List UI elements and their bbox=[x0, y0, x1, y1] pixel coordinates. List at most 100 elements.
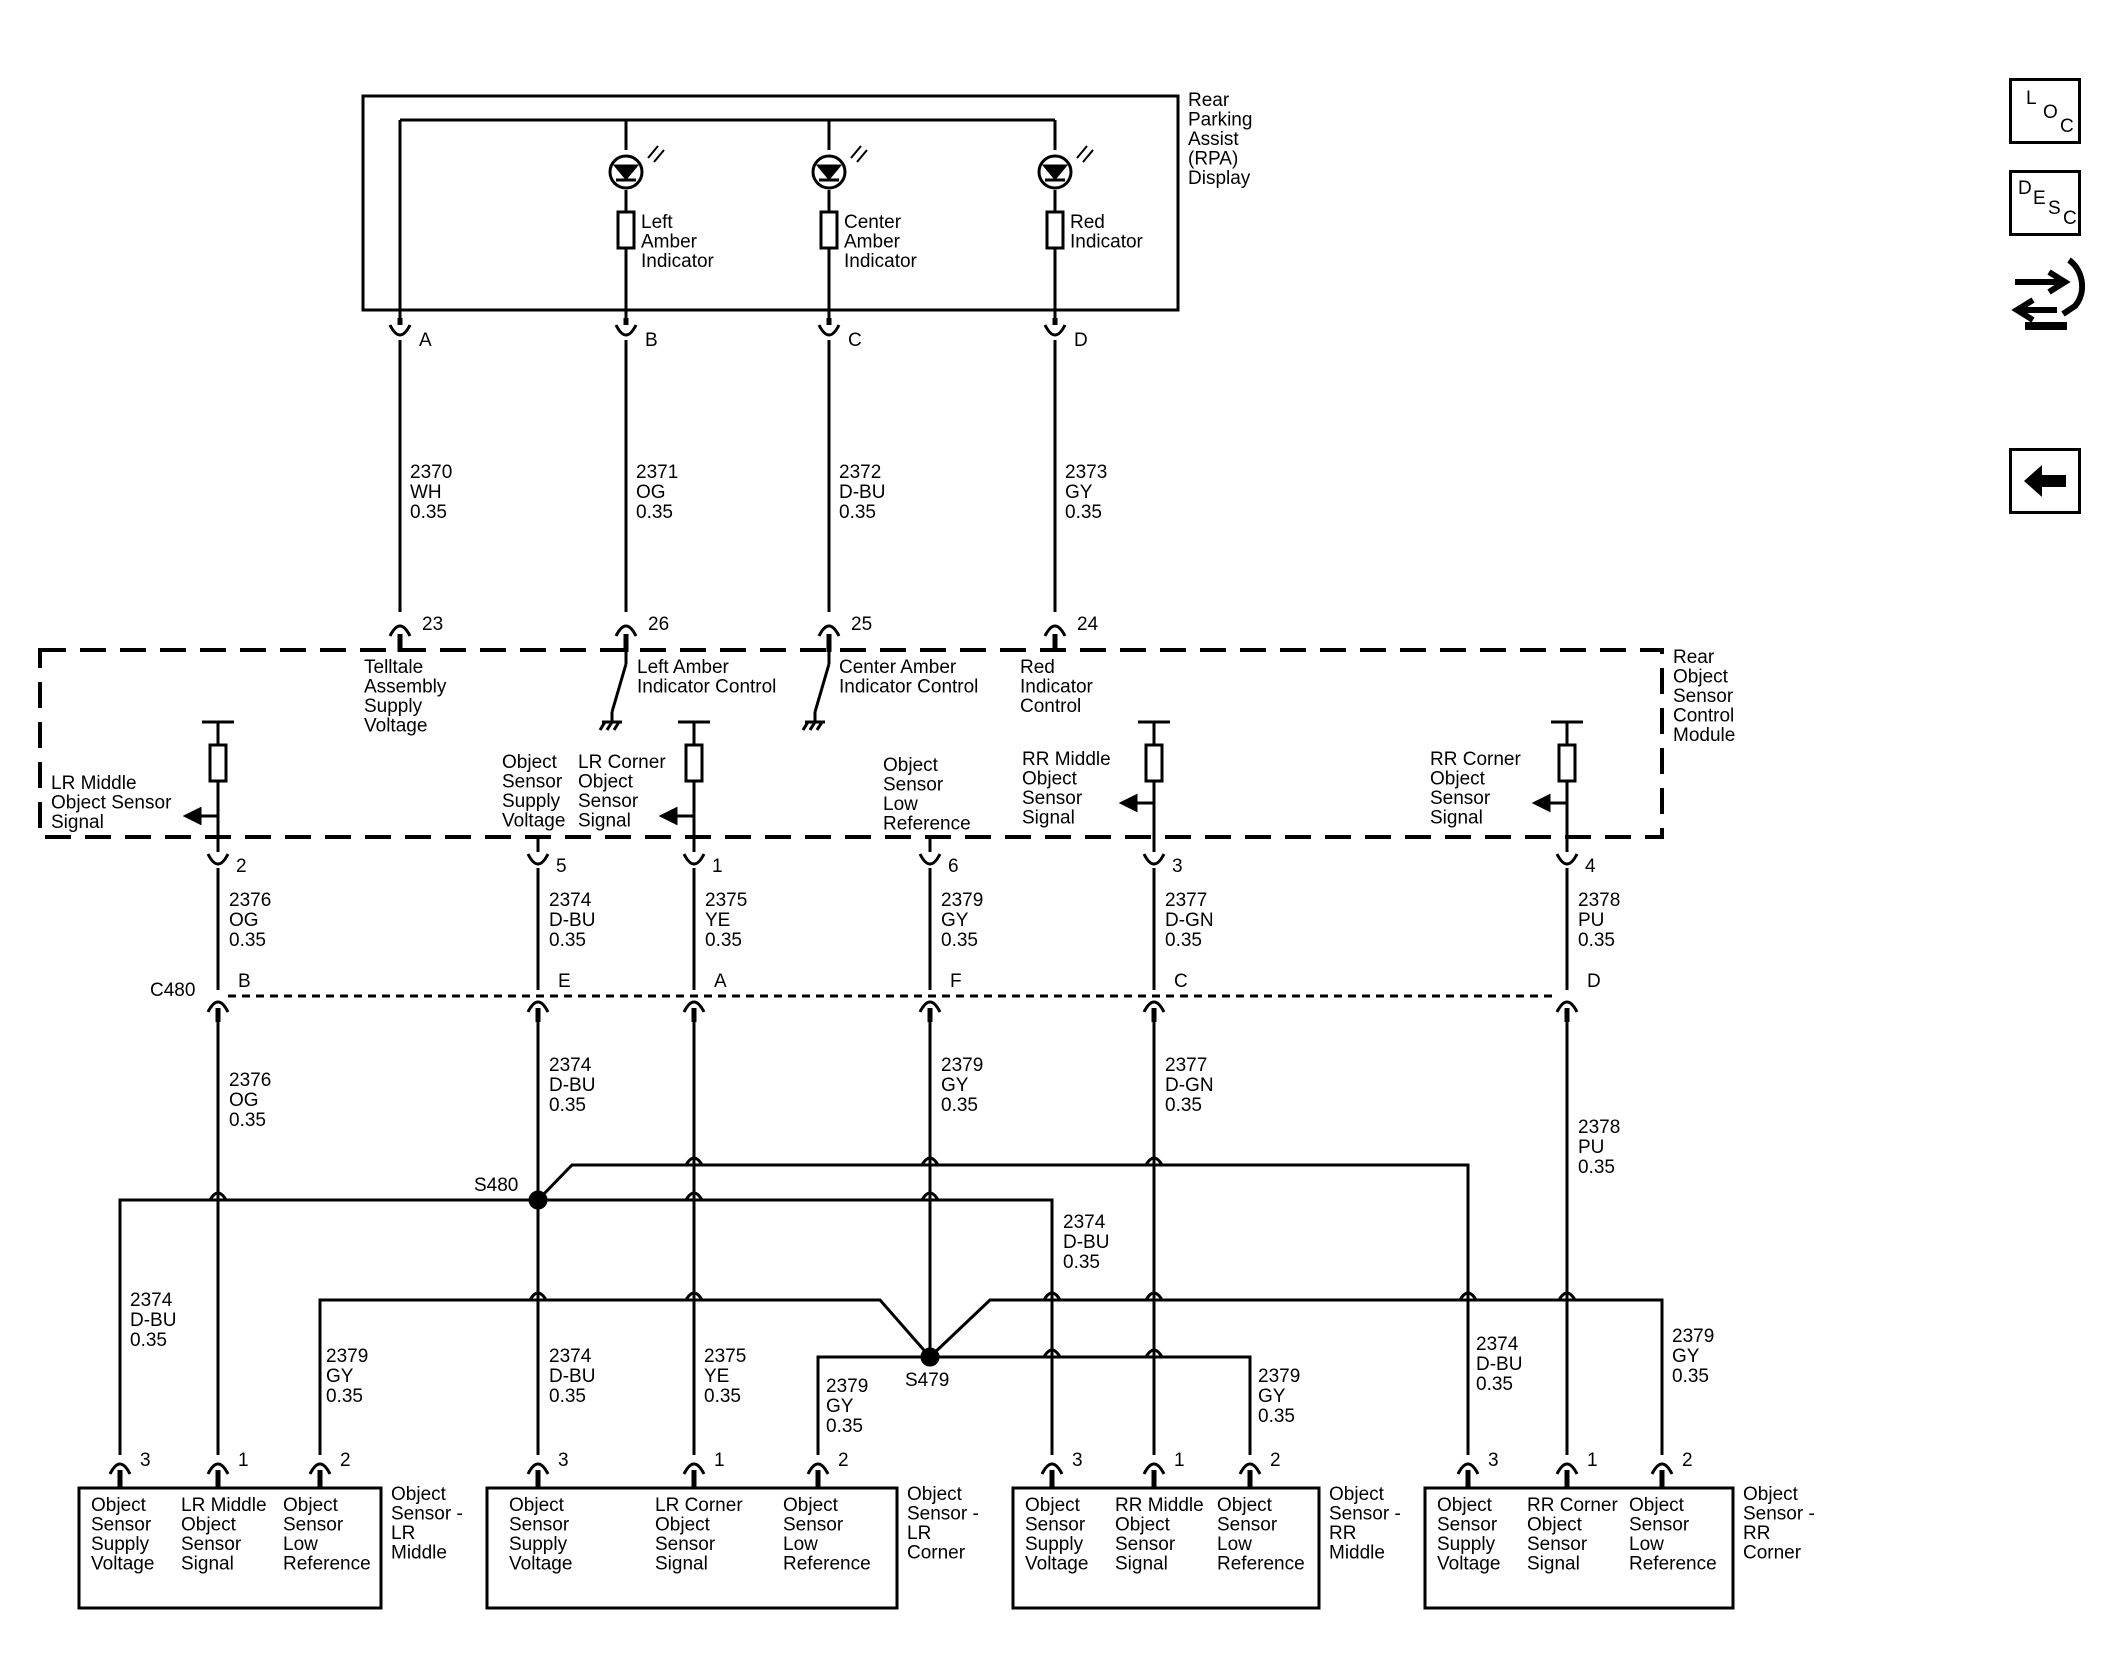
mid-wire-label-3-color: GY bbox=[941, 910, 969, 931]
left-amber-switch-ground-icon bbox=[612, 721, 621, 731]
hop-mid-1 bbox=[684, 1191, 704, 1201]
rosc-module-label-line-1: Object bbox=[1673, 667, 1729, 688]
led-icon-0-ray bbox=[653, 149, 665, 163]
desc-letter-d: D bbox=[2018, 178, 2032, 199]
sensor-3-col-1-line-2: Sensor bbox=[1527, 1534, 1588, 1555]
branch-wire-label-6-circuit: 2379 bbox=[1258, 1366, 1300, 1387]
sensor-pin-cup-2-1 bbox=[1142, 1462, 1166, 1475]
rosc-module-box bbox=[38, 648, 1664, 839]
mid-wire-label-4-circuit: 2377 bbox=[1165, 890, 1207, 911]
sensor-3-col-0-line-0: Object bbox=[1437, 1495, 1493, 1516]
mid-wire-label-5-circuit: 2378 bbox=[1578, 890, 1620, 911]
sensor-name-1-line-2: LR bbox=[907, 1523, 931, 1544]
indicator-resistor-0 bbox=[616, 210, 636, 250]
c480-pin-1: E bbox=[558, 971, 571, 992]
desc-letter-e: E bbox=[2033, 188, 2046, 209]
branch-wire-label-2-color: D-BU bbox=[549, 1366, 595, 1387]
c480-pin-cup-4 bbox=[1142, 1000, 1166, 1013]
sensor-pin-2-1: 1 bbox=[1174, 1450, 1185, 1471]
rpa-display-label-line-2: Assist bbox=[1188, 129, 1239, 150]
rpa-display-label-line-0: Rear bbox=[1188, 90, 1230, 111]
rr-corner-pullup-resistor bbox=[1557, 743, 1577, 783]
branch-wire-label-3-circuit: 2375 bbox=[704, 1346, 746, 1367]
telltale-supply-label-line-2: Supply bbox=[364, 696, 423, 717]
lr-corner-signal-label-line-3: Signal bbox=[578, 811, 631, 832]
left-amber-indicator-label-line-1: Amber bbox=[641, 232, 698, 253]
sensor-pin-0-0: 3 bbox=[140, 1450, 151, 1471]
connector-icon-graphic bbox=[2011, 257, 2086, 330]
supply-bus-rr-middle bbox=[538, 1198, 1054, 1455]
lowref-bus-rr-middle bbox=[930, 1355, 1252, 1455]
sensor-name-0-line-1: Sensor - bbox=[391, 1504, 463, 1525]
low-reference-label-line-1: Sensor bbox=[883, 775, 944, 796]
hop-lower-3 bbox=[1144, 1291, 1164, 1301]
rosc-bottom-pin-cup-3 bbox=[918, 853, 942, 866]
sensor-box-3 bbox=[1423, 1486, 1735, 1610]
hop-lower-0 bbox=[528, 1291, 548, 1301]
sensor-name-0-line-2: LR bbox=[391, 1523, 415, 1544]
rosc-top-pin-cup-0 bbox=[388, 624, 412, 637]
mid-wire-label-1-circuit: 2374 bbox=[549, 890, 592, 911]
sensor-pin-cup-3-0 bbox=[1456, 1462, 1480, 1475]
center-amber-indicator-label-line-0: Center bbox=[844, 212, 902, 233]
sensor-1-col-0-line-2: Supply bbox=[509, 1534, 568, 1555]
lowref-bus-lr-middle bbox=[318, 1298, 932, 1455]
left-amber-indicator-label-line-0: Left bbox=[641, 212, 673, 233]
sensor-2-col-0-line-2: Supply bbox=[1025, 1534, 1084, 1555]
hop-mid-2 bbox=[920, 1191, 940, 1201]
top-wire-label-1-gauge: 0.35 bbox=[636, 502, 673, 523]
sensor-pin-cup-3-1 bbox=[1555, 1462, 1579, 1475]
sensor-3-col-2-line-1: Sensor bbox=[1629, 1515, 1690, 1536]
rpa-pin-1: B bbox=[645, 330, 658, 351]
sensor-pin-2-0: 3 bbox=[1072, 1450, 1083, 1471]
sensor-2-col-2-line-2: Low bbox=[1217, 1534, 1252, 1555]
top-wire-label-0-circuit: 2370 bbox=[410, 462, 452, 483]
sensor-name-1-line-1: Sensor - bbox=[907, 1504, 979, 1525]
connector-icon[interactable] bbox=[2009, 252, 2089, 336]
mid-wire-label-0-color: OG bbox=[229, 910, 259, 931]
mid-wire-label-0-gauge: 0.35 bbox=[229, 930, 266, 951]
sensor-3-col-2-line-0: Object bbox=[1629, 1495, 1685, 1516]
mid-wire-label-3-gauge: 0.35 bbox=[941, 930, 978, 951]
lr-middle-pullup-arrow bbox=[182, 806, 202, 826]
sensor-2-col-1-line-0: RR Middle bbox=[1115, 1495, 1204, 1516]
rr-corner-signal-label-line-2: Sensor bbox=[1430, 788, 1491, 809]
sensor-name-2-line-1: Sensor - bbox=[1329, 1504, 1401, 1525]
led-icon-1 bbox=[811, 154, 847, 190]
led-icon-0 bbox=[608, 154, 644, 190]
sensor-pin-cup-2-2 bbox=[1238, 1462, 1262, 1475]
hop-lower-2 bbox=[1042, 1291, 1062, 1301]
sensor-2-col-1-line-3: Signal bbox=[1115, 1554, 1168, 1575]
sensor-name-1-line-0: Object bbox=[907, 1484, 963, 1505]
top-wire-label-3-circuit: 2373 bbox=[1065, 462, 1107, 483]
center-amber-switch-ground-icon bbox=[815, 721, 824, 731]
branch-wire-label-5-gauge: 0.35 bbox=[1063, 1252, 1100, 1273]
mid-wire-label-1-color: D-BU bbox=[549, 910, 595, 931]
loc-letter-o: O bbox=[2043, 102, 2058, 123]
c480-pin-cup-3 bbox=[918, 1000, 942, 1013]
telltale-supply-label-line-0: Telltale bbox=[364, 657, 423, 678]
branch-wire-label-4-circuit: 2379 bbox=[826, 1376, 868, 1397]
c480-pin-cup-5 bbox=[1555, 1000, 1579, 1013]
loc-icon[interactable]: L O C bbox=[2009, 78, 2081, 144]
mid-wire-label-1-gauge: 0.35 bbox=[549, 930, 586, 951]
led-icon-0-ray bbox=[647, 145, 659, 159]
rosc-module-label-line-0: Rear bbox=[1673, 647, 1715, 668]
rosc-bottom-pin-cup-1 bbox=[526, 853, 550, 866]
schematic-labels: RearParkingAssist(RPA)DisplayLeftAmberIn… bbox=[51, 90, 1815, 1575]
led-icon-0-diode bbox=[612, 164, 640, 181]
lower-wire-label-1-gauge: 0.35 bbox=[549, 1095, 586, 1116]
lower-wire-label-3-circuit: 2377 bbox=[1165, 1055, 1207, 1076]
rr-corner-signal-label-line-0: RR Corner bbox=[1430, 749, 1521, 770]
sensor-name-2-line-3: Middle bbox=[1329, 1543, 1385, 1564]
sensor-1-col-1-line-2: Sensor bbox=[655, 1534, 716, 1555]
center-amber-switch-ground-icon bbox=[801, 721, 810, 731]
red-indicator-label-line-1: Indicator bbox=[1070, 232, 1144, 253]
led-icon-2-ray bbox=[1082, 149, 1094, 163]
desc-icon[interactable]: D E S C bbox=[2009, 170, 2081, 236]
sensor-1-col-2-line-0: Object bbox=[783, 1495, 839, 1516]
back-arrow-icon[interactable] bbox=[2009, 448, 2081, 514]
supply-voltage-label-line-1: Sensor bbox=[502, 772, 563, 793]
sensor-name-0-line-0: Object bbox=[391, 1484, 447, 1505]
schematic-lines bbox=[38, 94, 1735, 1610]
